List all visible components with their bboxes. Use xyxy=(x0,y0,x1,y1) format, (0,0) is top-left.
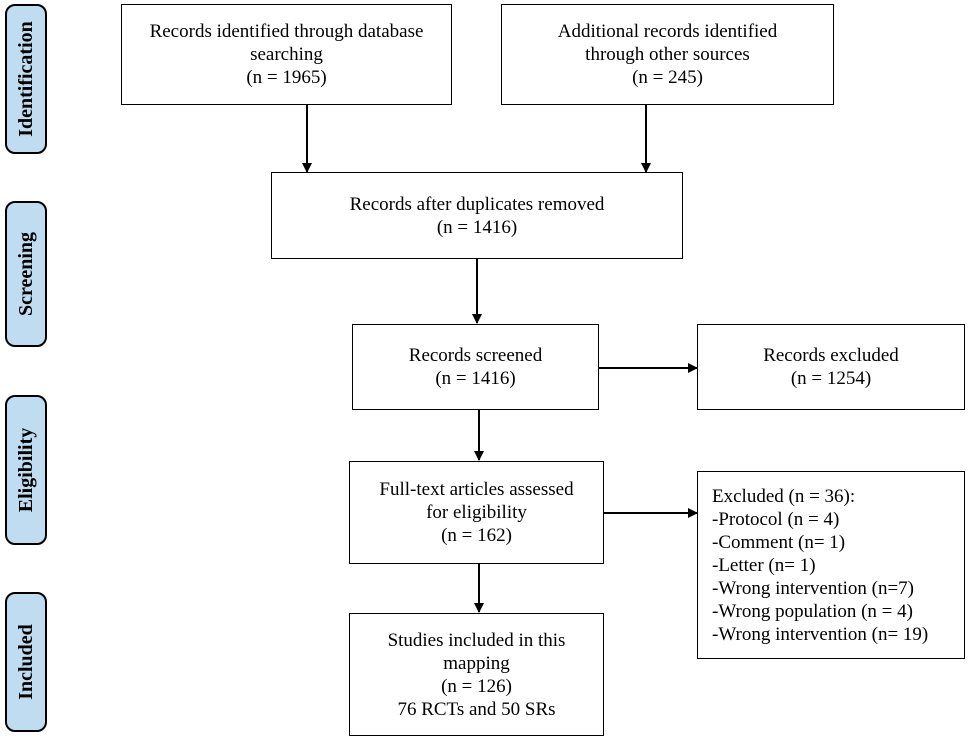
box-records-screened: Records screened (n = 1416) xyxy=(352,324,599,410)
phase-identification: Identification xyxy=(5,4,47,154)
box-database-search: Records identified through database sear… xyxy=(121,4,452,105)
phase-screening: Screening xyxy=(5,201,47,347)
phase-included: Included xyxy=(5,592,47,732)
box-records-excluded: Records excluded (n = 1254) xyxy=(697,324,965,410)
box-studies-included: Studies included in this mapping (n = 12… xyxy=(349,613,604,736)
box-full-text-assessed: Full-text articles assessed for eligibil… xyxy=(349,461,604,564)
phase-eligibility: Eligibility xyxy=(5,395,47,545)
box-duplicates-removed: Records after duplicates removed (n = 14… xyxy=(271,172,683,259)
box-exclusion-reasons: Excluded (n = 36): -Protocol (n = 4) -Co… xyxy=(697,471,965,659)
box-other-sources: Additional records identified through ot… xyxy=(501,4,834,105)
